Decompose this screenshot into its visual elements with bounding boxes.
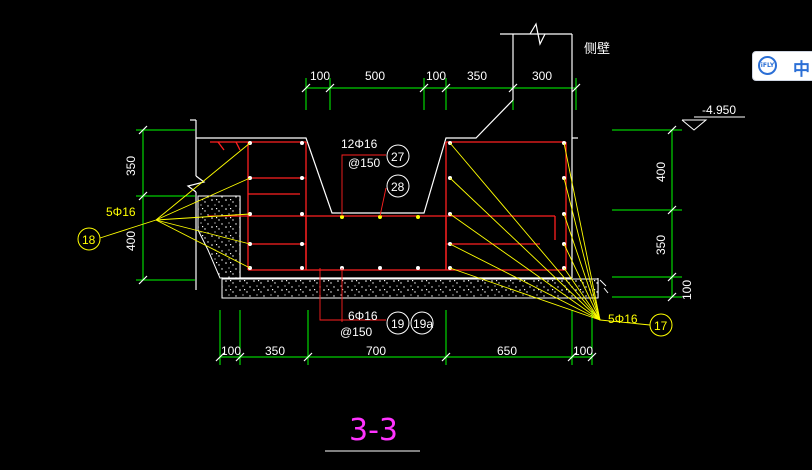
section-title: 3-3 [349, 413, 398, 448]
foundation-block [197, 195, 241, 279]
right-dim-2: 350 [654, 235, 668, 255]
bottom-dim-1: 100 [221, 344, 241, 358]
bottom-dim-5: 100 [573, 344, 593, 358]
elevation-marker [681, 116, 745, 131]
leader-lines-left [99, 142, 251, 269]
callout-17: 17 [654, 319, 668, 333]
callout-19: 19 [391, 317, 405, 331]
callout-27: 27 [391, 150, 405, 164]
bottom-dim-4: 650 [497, 344, 517, 358]
bottom-rebar-spacing: @150 [340, 325, 373, 339]
right-dim-1: 400 [654, 162, 668, 182]
bottom-dim-2: 350 [265, 344, 285, 358]
top-rebar-dots [340, 215, 420, 219]
left-dim-1: 350 [124, 156, 138, 176]
right-dim-3: 100 [680, 280, 694, 300]
callout-19a: 19a [413, 317, 433, 331]
top-dim-1: 100 [310, 69, 330, 83]
top-dim-5: 300 [532, 69, 552, 83]
top-rebar-label: 12Φ16 [341, 137, 378, 151]
top-dim-2: 500 [365, 69, 385, 83]
callout-circles-yellow [77, 227, 673, 337]
ime-toolbar[interactable]: iFLY 中 [752, 51, 812, 81]
bottom-rebar-label: 6Φ16 [348, 309, 378, 323]
callout-circles [386, 144, 434, 335]
bottom-dim-3: 700 [366, 344, 386, 358]
callout-18: 18 [82, 233, 96, 247]
right-bundle-label: 5Φ16 [608, 312, 638, 326]
ime-mode-toggle[interactable]: 中 [793, 60, 810, 80]
top-rebar-spacing: @150 [348, 156, 381, 170]
rebar-lines [208, 141, 567, 271]
blinding-layer [221, 278, 599, 299]
misc-ticks [599, 279, 609, 294]
left-bundle-label: 5Φ16 [106, 205, 136, 219]
top-dim-4: 350 [467, 69, 487, 83]
dimension-ticks [138, 83, 677, 362]
top-dim-3: 100 [426, 69, 446, 83]
side-wall-label: 侧壁 [584, 42, 610, 57]
elevation-label: -4.950 [702, 103, 736, 117]
leader-lines-rebar [319, 154, 387, 322]
leader-lines-right [449, 142, 651, 326]
ifly-logo-icon[interactable]: iFLY [758, 56, 777, 75]
rebar-dots [248, 141, 566, 270]
left-dim-2: 400 [124, 231, 138, 251]
callout-28: 28 [391, 180, 405, 194]
